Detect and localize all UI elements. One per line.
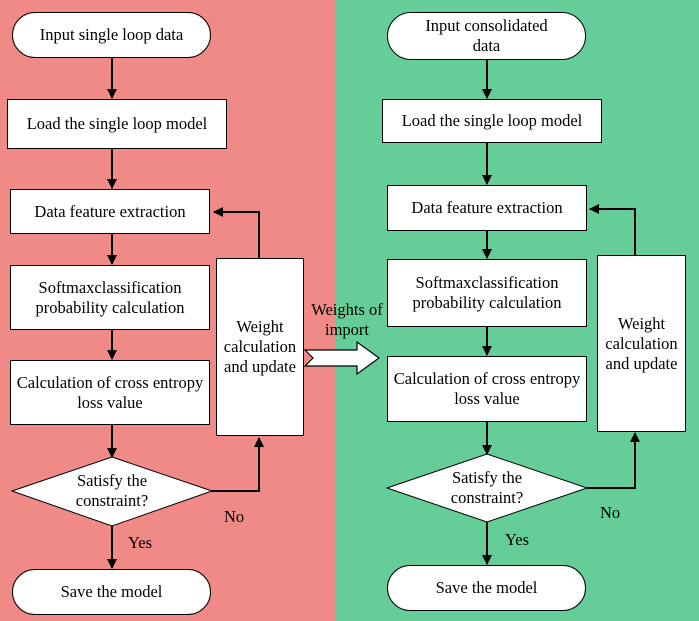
- left-weight-text: Weight calculation and update: [223, 317, 297, 376]
- arrow-weight-to-extract: [213, 207, 260, 258]
- left-load-node: Load the single loop model: [7, 99, 227, 149]
- transfer-hollow-arrow: [303, 340, 381, 376]
- arrow-weight-to-extract-r: [589, 204, 636, 255]
- right-decision-text: Satisfy the constraint?: [450, 468, 524, 507]
- right-extract-node: Data feature extraction: [387, 185, 587, 231]
- left-start-node: Input single loop data: [12, 12, 211, 58]
- right-start-node: Input consolidated data: [387, 12, 586, 60]
- right-start-text: Input consolidated data: [425, 16, 548, 55]
- right-yes-label: Yes: [505, 530, 530, 549]
- left-softmax-node: Softmaxclassification probability calcul…: [10, 265, 210, 330]
- left-load-text: Load the single loop model: [26, 114, 208, 133]
- right-weight-text: Weight calculation and update: [605, 313, 678, 373]
- left-softmax-text: Softmaxclassification probability calcul…: [35, 277, 185, 317]
- transfer-label: Weights of import: [311, 300, 383, 339]
- right-load-text: Load the single loop model: [401, 111, 583, 130]
- right-decision-diamond: [385, 453, 589, 523]
- right-save-node: Save the model: [387, 565, 586, 611]
- left-entropy-text: Calculation of cross entropy loss value: [16, 372, 204, 412]
- right-arrows: [482, 60, 640, 565]
- left-decision-text: Satisfy the constraint?: [75, 471, 149, 510]
- right-softmax-node: Softmaxclassification probability calcul…: [387, 259, 587, 327]
- right-extract-text: Data feature extraction: [411, 198, 563, 217]
- left-save-node: Save the model: [12, 569, 211, 615]
- left-entropy-node: Calculation of cross entropy loss value: [10, 360, 210, 425]
- right-no-label: No: [600, 503, 621, 522]
- left-save-text: Save the model: [60, 582, 163, 601]
- arrow-no-to-weight-r: [587, 432, 640, 489]
- left-yes-label: Yes: [128, 533, 153, 552]
- right-load-node: Load the single loop model: [382, 99, 602, 143]
- left-no-label: No: [224, 507, 245, 526]
- right-softmax-text: Softmaxclassification probability calcul…: [412, 273, 562, 312]
- left-extract-node: Data feature extraction: [10, 189, 210, 234]
- arrow-no-to-weight: [212, 437, 264, 492]
- left-decision-diamond: [10, 456, 214, 527]
- right-entropy-text: Calculation of cross entropy loss value: [393, 369, 581, 408]
- left-arrows: [107, 58, 264, 569]
- right-save-text: Save the model: [435, 578, 538, 597]
- left-start-text: Input single loop data: [39, 25, 184, 44]
- right-weight-node: Weight calculation and update: [597, 255, 686, 432]
- left-weight-node: Weight calculation and update: [216, 258, 304, 436]
- right-entropy-node: Calculation of cross entropy loss value: [387, 356, 587, 422]
- left-extract-text: Data feature extraction: [34, 201, 186, 221]
